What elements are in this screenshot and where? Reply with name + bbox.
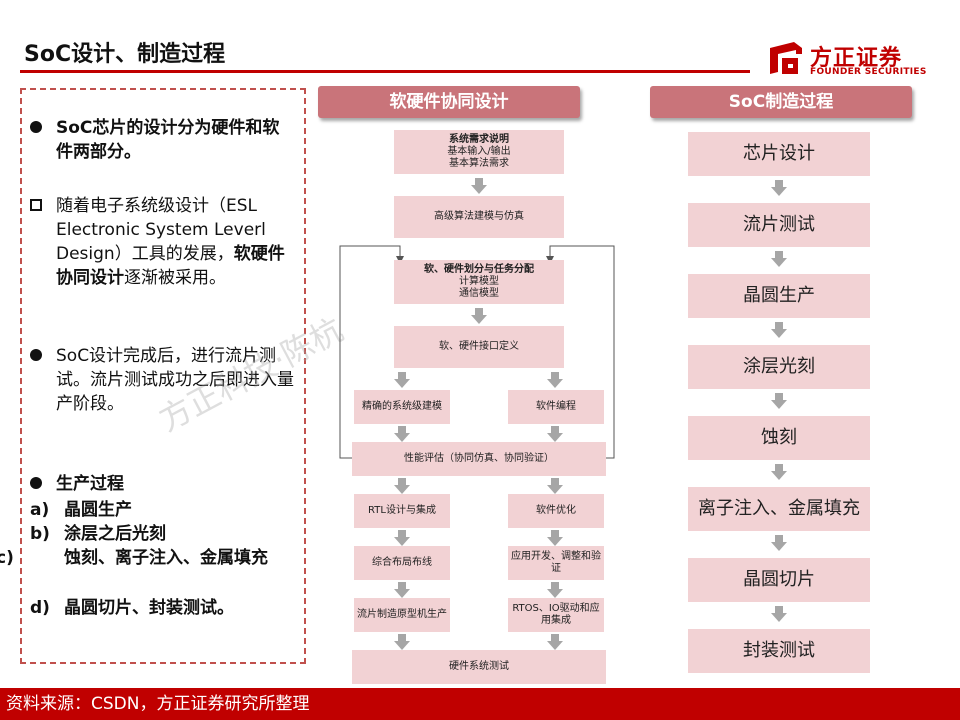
- founder-logo-icon: [770, 42, 802, 74]
- flow-box-hw-test: 硬件系统测试: [352, 650, 606, 684]
- arrow-down-icon: [394, 582, 410, 598]
- list-item-label: a): [30, 500, 50, 520]
- mfg-step: 晶圆切片: [688, 558, 870, 602]
- mfg-step: 芯片设计: [688, 132, 870, 176]
- arrow-down-icon: [547, 372, 563, 388]
- page-title: SoC设计、制造过程: [24, 42, 226, 67]
- arrow-down-icon: [771, 464, 787, 480]
- flow-box-partition: 软、硬件划分与任务分配 计算模型 通信模型: [394, 260, 564, 304]
- flow-box-title: 系统需求说明: [449, 134, 509, 145]
- arrow-down-icon: [471, 178, 487, 194]
- arrow-down-icon: [394, 426, 410, 442]
- bullet-text-pre: 随着电子系统级设计（ESL Electronic System Leverl D…: [56, 196, 266, 264]
- list-item-text: 涂层之后光刻: [64, 524, 166, 544]
- title-divider: [20, 70, 750, 73]
- arrow-down-icon: [771, 606, 787, 622]
- arrow-down-icon: [771, 322, 787, 338]
- arrow-down-icon: [394, 478, 410, 494]
- logo-text-cn: 方正证券: [810, 46, 903, 71]
- arrow-down-icon: [771, 393, 787, 409]
- bullet-text-bold: 软硬件协同设计: [56, 244, 285, 288]
- arrow-down-icon: [547, 478, 563, 494]
- flow-box-rtos: RTOS、IO驱动和应用集成: [508, 598, 604, 632]
- mfg-step: 蚀刻: [688, 416, 870, 460]
- bullet-square-icon: [30, 199, 42, 211]
- list-item: a) 晶圆生产: [30, 498, 132, 522]
- arrow-down-icon: [547, 530, 563, 546]
- mfg-step: 晶圆生产: [688, 274, 870, 318]
- mfg-step: 流片测试: [688, 203, 870, 247]
- list-item-label: b): [30, 524, 50, 544]
- flow-box-algorithm: 高级算法建模与仿真: [394, 196, 564, 238]
- mfg-step: 离子注入、金属填充: [688, 487, 870, 531]
- arrow-down-icon: [547, 634, 563, 650]
- mfg-step: 封装测试: [688, 629, 870, 673]
- source-footer: 资料来源：CSDN，方正证券研究所整理: [0, 688, 960, 720]
- list-item: c) 蚀刻、离子注入、金属填充: [0, 546, 290, 570]
- flow-box-app-dev: 应用开发、调整和验证: [508, 546, 604, 580]
- flow-box-line: 基本输入/输出: [447, 146, 511, 157]
- flow-box-line: 基本算法需求: [449, 158, 509, 169]
- bullet-dot-icon: [30, 477, 42, 489]
- bullet-text-post: 逐渐被采用。: [124, 268, 226, 288]
- bullet-tapeout: SoC设计完成后，进行流片测试。流片测试成功之后即进入量产阶段。: [30, 344, 294, 416]
- list-item: b) 涂层之后光刻: [30, 522, 166, 546]
- arrow-down-icon: [394, 372, 410, 388]
- arrow-down-icon: [771, 180, 787, 196]
- arrow-down-icon: [394, 634, 410, 650]
- arrow-down-icon: [471, 308, 487, 324]
- bullet-text: SoC设计完成后，进行流片测试。流片测试成功之后即进入量产阶段。: [56, 346, 294, 414]
- arrow-down-icon: [771, 535, 787, 551]
- list-item-text: 晶圆切片、封装测试。: [64, 598, 234, 618]
- list-item: d) 晶圆切片、封装测试。: [30, 596, 234, 620]
- mfg-step: 涂层光刻: [688, 345, 870, 389]
- bullet-text: 随着电子系统级设计（ESL Electronic System Leverl D…: [56, 194, 294, 290]
- manufacturing-header: SoC制造过程: [650, 86, 912, 118]
- flow-box-requirements: 系统需求说明 基本输入/输出 基本算法需求: [394, 130, 564, 174]
- list-item-label: d): [30, 598, 50, 618]
- bullet-text: SoC芯片的设计分为硬件和软件两部分。: [56, 118, 280, 162]
- flow-box-interface: 软、硬件接口定义: [394, 326, 564, 368]
- bullet-production: 生产过程: [30, 472, 294, 496]
- bullet-dot-icon: [30, 121, 42, 133]
- arrow-down-icon: [547, 426, 563, 442]
- flow-box-rtl: RTL设计与集成: [354, 494, 450, 528]
- arrow-down-icon: [771, 251, 787, 267]
- list-item-text: 蚀刻、离子注入、金属填充: [64, 548, 268, 568]
- codesign-header: 软硬件协同设计: [318, 86, 580, 118]
- bullet-text: 生产过程: [56, 474, 124, 494]
- bullet-esl: 随着电子系统级设计（ESL Electronic System Leverl D…: [30, 194, 294, 290]
- arrow-down-icon: [394, 530, 410, 546]
- bullet-hw-sw: SoC芯片的设计分为硬件和软件两部分。: [30, 116, 294, 164]
- flow-box-line: 计算模型: [459, 276, 499, 287]
- flow-box-system-model: 精确的系统级建模: [354, 390, 450, 424]
- flow-box-sw-optimize: 软件优化: [508, 494, 604, 528]
- flow-box-place-route: 综合布局布线: [354, 546, 450, 580]
- flow-box-tapeout-proto: 流片制造原型机生产: [354, 598, 450, 632]
- summary-panel: [20, 88, 306, 664]
- brand-logo: 方正证券 FOUNDER SECURITIES: [766, 38, 946, 82]
- flow-box-line: 通信模型: [459, 288, 499, 299]
- flow-box-sw-programming: 软件编程: [508, 390, 604, 424]
- list-item-text: 晶圆生产: [64, 500, 132, 520]
- list-item-label: c): [0, 548, 14, 568]
- arrow-down-icon: [547, 582, 563, 598]
- flow-box-performance: 性能评估（协同仿真、协同验证）: [352, 442, 606, 476]
- logo-text-en: FOUNDER SECURITIES: [810, 67, 927, 77]
- bullet-dot-icon: [30, 349, 42, 361]
- flow-box-title: 软、硬件划分与任务分配: [424, 264, 534, 275]
